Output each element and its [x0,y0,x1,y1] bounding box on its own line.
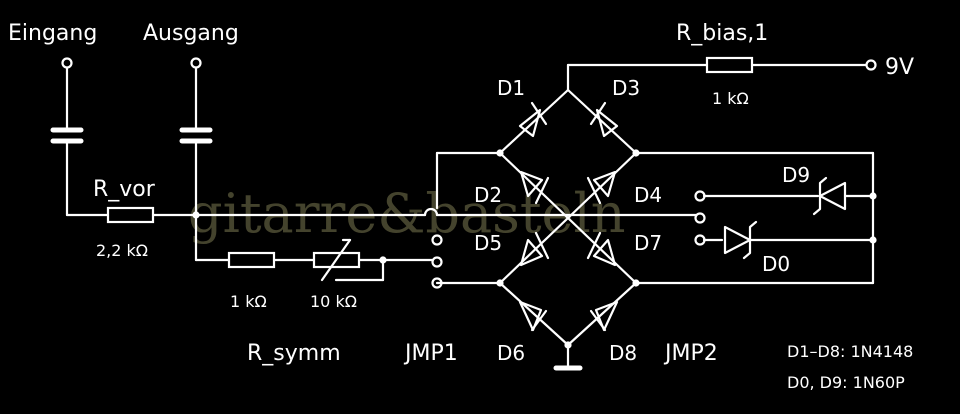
label-d4: D4 [634,183,662,207]
watermark: gitarre&basteln [188,182,626,245]
diode-d6 [518,300,548,332]
diode-d5 [519,231,550,267]
input-terminal [50,57,110,217]
label-d6: D6 [497,341,525,365]
label-d0: D0 [762,252,790,276]
output-terminal [179,57,231,262]
diode-d7 [586,231,617,267]
label-r-vor: R_vor [93,177,156,202]
label-r-bias-value: 1 kΩ [712,89,749,108]
note-line-1: D1–D8: 1N4148 [787,342,913,361]
junction-dots [192,149,877,349]
label-d9: D9 [782,163,810,187]
label-r-vor-value: 2,2 kΩ [96,241,148,260]
label-r1-value: 1 kΩ [230,292,267,311]
label-d2: D2 [474,183,502,207]
label-d3: D3 [612,76,640,100]
label-d7: D7 [634,231,662,255]
jmp1-jumper [423,151,702,289]
label-9v: 9V [885,55,914,80]
diode-d0 [723,220,875,260]
label-pot-value: 10 kΩ [310,292,357,311]
note-line-2: D0, D9: 1N60P [787,373,905,392]
diode-d3 [589,101,619,138]
label-d8: D8 [609,341,637,365]
label-jmp2: JMP2 [663,341,718,366]
r-bias-resistor [705,56,877,74]
label-d1: D1 [497,76,525,100]
label-jmp1: JMP1 [403,341,458,366]
diode-d4 [586,170,617,205]
diode-d9 [812,176,875,216]
diode-d8 [589,300,619,332]
label-ausgang: Ausgang [143,21,239,46]
diode-d1 [518,101,548,138]
r-symm-network [227,238,434,282]
jmp2-jumper [694,190,820,246]
label-r-bias: R_bias,1 [676,21,768,46]
label-d5: D5 [474,231,502,255]
diode-d2 [519,170,550,205]
label-eingang: Eingang [8,21,97,46]
label-r-symm: R_symm [247,341,341,366]
